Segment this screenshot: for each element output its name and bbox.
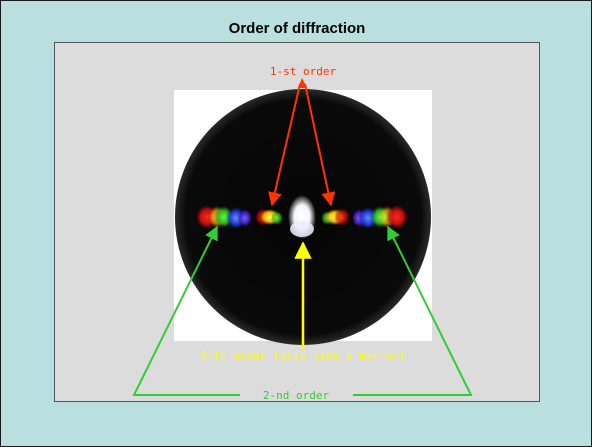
first-order-arrow-right <box>304 83 336 207</box>
second-order-arrow-left <box>132 225 240 396</box>
second-order-arrow-right <box>353 225 473 396</box>
second-order-label: 2-nd order <box>263 389 330 402</box>
first-order-arrowhead-top <box>298 78 307 88</box>
second-order-spectrum-left <box>196 205 252 229</box>
zeroth-order-label: 0-th order (acts like a mirror) <box>200 349 405 362</box>
second-order-spectrum-right <box>352 205 408 229</box>
slide-title: Order of diffraction <box>228 20 366 37</box>
first-order-arrow-left <box>268 83 301 207</box>
zeroth-order-spot <box>288 195 316 239</box>
first-order-spot-right <box>321 208 350 226</box>
first-order-label: 1-st order <box>270 65 337 78</box>
first-order-spot-left <box>255 208 283 226</box>
